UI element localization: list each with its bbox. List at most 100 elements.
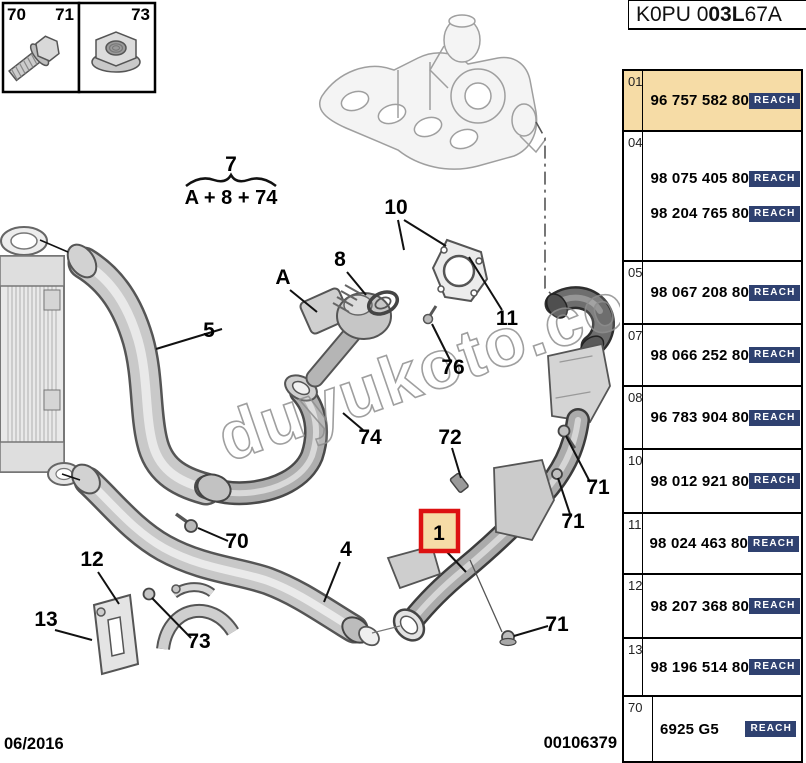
ref-number: 08 xyxy=(624,387,644,448)
group-callout-brace xyxy=(185,172,277,187)
part-number: 96 757 582 80 xyxy=(650,92,749,109)
fasteners-art xyxy=(142,424,577,647)
catalog-code-bold: 03L xyxy=(708,2,745,26)
parts-row[interactable]: 05 98 067 208 80 REACH xyxy=(624,262,801,325)
clamp-bracket-art xyxy=(92,582,239,676)
group-callout-top: 7 xyxy=(225,153,237,176)
ref-number: 01 xyxy=(624,71,644,130)
parts-diagram: duyukoto.com 5 A xyxy=(0,1,620,753)
parts-cell: 96 757 582 80 REACH xyxy=(643,71,801,130)
parts-cell: 98 024 463 80 REACH xyxy=(643,514,802,573)
highlighted-callout-1: 1 xyxy=(418,508,461,554)
part-line: 98 012 921 80 REACH xyxy=(643,472,801,490)
parts-row[interactable]: 70 6925 G5 REACH xyxy=(624,697,801,761)
callout-72: 72 xyxy=(438,426,461,449)
parts-row[interactable]: 11 98 024 463 80 REACH xyxy=(624,514,801,575)
part-number: 98 066 252 80 xyxy=(650,346,749,364)
callout-10: 10 xyxy=(384,196,407,219)
hose-4-art xyxy=(71,463,380,647)
reach-badge[interactable]: REACH xyxy=(749,205,800,222)
callout-12: 12 xyxy=(80,548,103,571)
parts-row[interactable]: 08 96 783 904 80 REACH xyxy=(624,387,801,450)
footer-doc-number: 00106379 xyxy=(544,734,617,752)
callout-71: 71 xyxy=(561,510,585,533)
reach-badge[interactable]: REACH xyxy=(749,92,800,109)
part-number: 98 024 463 80 xyxy=(649,535,749,552)
part-number: 98 067 208 80 xyxy=(650,284,749,301)
callout-a: A xyxy=(275,266,290,289)
part-line: 98 075 405 80 REACH xyxy=(643,170,801,187)
parts-panel: K0PU 0 03L 67A 01 96 757 582 80 REACH 04… xyxy=(620,0,806,763)
callout-70: 70 xyxy=(225,530,248,553)
part-number: 98 204 765 80 xyxy=(650,205,749,222)
callout-5: 5 xyxy=(203,319,215,342)
callout-13: 13 xyxy=(34,608,57,631)
inset-label-70: 70 xyxy=(7,5,26,24)
intercooler-art xyxy=(0,226,81,486)
parts-row[interactable]: 13 98 196 514 80 REACH xyxy=(624,639,801,697)
part-line: 98 196 514 80 REACH xyxy=(643,658,801,676)
reach-badge[interactable]: REACH xyxy=(749,659,800,675)
reach-badge[interactable]: REACH xyxy=(749,473,800,489)
callout-76: 76 xyxy=(441,356,464,379)
ref-number: 04 xyxy=(624,132,644,260)
parts-cell: 98 066 252 80 REACH xyxy=(643,325,801,385)
callout-8: 8 xyxy=(334,248,346,271)
group-callout-bottom: A + 8 + 74 xyxy=(185,187,279,209)
exhaust-manifold-turbo-art xyxy=(319,14,546,170)
reach-badge[interactable]: REACH xyxy=(748,535,799,552)
callout-71: 71 xyxy=(545,613,569,636)
part-line: 6925 G5 REACH xyxy=(653,721,801,738)
group-callout: 7 A + 8 + 74 xyxy=(185,153,279,209)
inset-label-71: 71 xyxy=(55,5,74,24)
callout-11: 11 xyxy=(496,307,519,330)
fastener-inset: 70 71 73 xyxy=(1,1,157,94)
parts-cell: 98 075 405 80 REACH 98 204 765 80 REACH xyxy=(643,132,801,260)
callout-74: 74 xyxy=(358,426,382,449)
part-number: 98 207 368 80 xyxy=(650,597,749,615)
egr-downpipe-art xyxy=(194,374,329,506)
part-number: 98 075 405 80 xyxy=(650,170,749,187)
turbo-pipe-1-art xyxy=(386,286,615,642)
part-line: 98 204 765 80 REACH xyxy=(643,205,801,222)
reach-badge[interactable]: REACH xyxy=(745,721,796,737)
parts-row[interactable]: 07 98 066 252 80 REACH xyxy=(624,325,801,387)
ref-number: 70 xyxy=(624,697,653,761)
catalog-code-suffix: 67A xyxy=(744,2,782,26)
parts-row[interactable]: 12 98 207 368 80 REACH xyxy=(624,575,801,639)
egr-gasket-art xyxy=(431,238,489,303)
callout-1: 1 xyxy=(433,522,445,545)
parts-row[interactable]: 10 98 012 921 80 REACH xyxy=(624,450,801,514)
nut-icon xyxy=(91,31,141,73)
ref-number: 10 xyxy=(624,450,644,512)
part-line: 98 207 368 80 REACH xyxy=(643,597,801,615)
parts-row[interactable]: 04 98 075 405 80 REACH 98 204 765 80 REA… xyxy=(624,132,801,262)
footer-date: 06/2016 xyxy=(4,735,64,753)
part-line: 96 757 582 80 REACH xyxy=(643,92,801,109)
reach-badge[interactable]: REACH xyxy=(749,409,800,426)
part-number: 98 012 921 80 xyxy=(650,472,749,490)
reach-badge[interactable]: REACH xyxy=(749,284,800,301)
parts-cell: 98 012 921 80 REACH xyxy=(643,450,801,512)
callout-labels: 5 A 8 10 11 76 74 72 71 71 71 70 4 12 13… xyxy=(34,196,610,653)
inset-label-73: 73 xyxy=(131,5,150,24)
ref-number: 05 xyxy=(624,262,644,323)
bolt-76-art xyxy=(422,305,438,325)
parts-cell: 6925 G5 REACH xyxy=(653,697,801,761)
reach-badge[interactable]: REACH xyxy=(749,347,800,363)
catalog-code-prefix: K0PU 0 xyxy=(636,2,709,26)
watermark-text: duyukoto.com xyxy=(208,245,620,476)
catalog-code: K0PU 0 03L 67A xyxy=(628,0,806,30)
callout-71: 71 xyxy=(586,476,610,499)
parts-cell: 98 207 368 80 REACH xyxy=(643,575,801,637)
reach-badge[interactable]: REACH xyxy=(749,170,800,187)
parts-row[interactable]: 01 96 757 582 80 REACH xyxy=(624,71,801,132)
reach-badge[interactable]: REACH xyxy=(749,598,800,614)
part-number: 98 196 514 80 xyxy=(650,658,749,676)
part-line: 98 067 208 80 REACH xyxy=(643,284,801,301)
part-number: 6925 G5 xyxy=(660,720,719,738)
egr-valve-art xyxy=(299,284,400,388)
ref-number: 13 xyxy=(624,639,644,695)
parts-cell: 98 196 514 80 REACH xyxy=(643,639,801,695)
hose-5-art xyxy=(66,243,223,506)
